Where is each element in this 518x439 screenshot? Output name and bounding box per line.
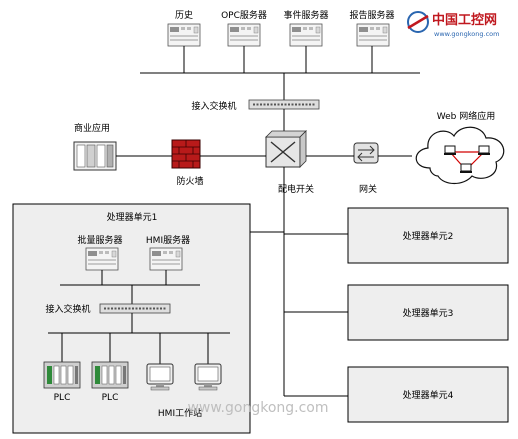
processor-unit-2: 处理器单元2 — [347, 207, 509, 264]
unit1-access-switch-icon — [99, 303, 171, 314]
processor-unit-1-title: 处理器单元1 — [107, 211, 158, 223]
gateway: 网关 — [353, 142, 379, 195]
web-client-icon-3 — [459, 163, 473, 174]
plc-1-label: PLC — [54, 393, 71, 403]
distribution-switch: 配电开关 — [265, 130, 314, 195]
plc-1-icon — [43, 361, 81, 389]
trunk-lines — [250, 167, 348, 397]
plc-2-icon — [91, 361, 129, 389]
report-server: 报告服务器 — [349, 9, 395, 47]
processor-unit-1: 处理器单元1 批量服务器 HMI服务器 接入交换机 — [12, 203, 251, 434]
web-cloud-icon — [415, 126, 505, 185]
top-server-drops — [140, 46, 420, 103]
commercial-app-label: 商业应用 — [74, 122, 110, 134]
processor-unit-2-label: 处理器单元2 — [403, 230, 454, 242]
unit1-upper-lines — [60, 270, 200, 304]
processor-unit-4: 处理器单元4 — [347, 366, 509, 423]
event-server: 事件服务器 — [283, 9, 329, 47]
top-access-switch: 接入交换机 — [191, 99, 320, 112]
opc-server: OPC服务器 — [221, 9, 267, 47]
plc-1: PLC — [43, 361, 81, 403]
hmi-workstation-label: HMI工作站 — [158, 407, 202, 419]
firewall: 防火墙 — [171, 139, 204, 187]
brand-url: www.gongkong.com — [434, 30, 499, 38]
firewall-label: 防火墙 — [176, 175, 203, 187]
history-server-label: 历史 — [175, 9, 193, 21]
report-server-label: 报告服务器 — [349, 9, 394, 21]
top-access-switch-label: 接入交换机 — [191, 100, 236, 112]
hmi-server-label: HMI服务器 — [146, 234, 190, 246]
hmi-server-icon — [149, 247, 183, 271]
plc-2: PLC — [91, 361, 129, 403]
hmi-workstations: HMI工作站 — [146, 363, 222, 419]
brand-logo: 中国工控网 www.gongkong.com — [407, 11, 499, 38]
report-server-icon — [356, 23, 390, 47]
history-server-icon — [167, 23, 201, 47]
web-client-icon-2 — [477, 145, 491, 156]
commercial-app: 商业应用 — [73, 122, 117, 171]
plc-2-label: PLC — [102, 393, 119, 403]
distribution-switch-icon — [265, 130, 307, 168]
web-network-app: Web 网络应用 — [415, 110, 505, 185]
event-server-icon — [289, 23, 323, 47]
brand-name: 中国工控网 — [432, 12, 497, 28]
hmi-server: HMI服务器 — [146, 234, 190, 271]
processor-unit-3: 处理器单元3 — [347, 284, 509, 341]
batch-server-label: 批量服务器 — [77, 234, 122, 246]
brand-mark-icon — [407, 11, 429, 33]
web-network-app-label: Web 网络应用 — [437, 110, 495, 122]
opc-server-label: OPC服务器 — [221, 9, 267, 21]
batch-server: 批量服务器 — [77, 234, 123, 271]
processor-unit-4-label: 处理器单元4 — [403, 389, 454, 401]
top-access-switch-icon — [248, 99, 320, 110]
unit1-lower-lines — [48, 313, 230, 364]
batch-server-icon — [85, 247, 119, 271]
unit1-access-switch: 接入交换机 — [45, 303, 171, 315]
commercial-app-server-icon — [73, 141, 117, 171]
gateway-icon — [353, 142, 379, 164]
gateway-label: 网关 — [359, 183, 377, 195]
event-server-label: 事件服务器 — [283, 9, 328, 21]
distribution-switch-label: 配电开关 — [278, 183, 314, 195]
firewall-icon — [171, 139, 201, 169]
history-server: 历史 — [167, 9, 201, 47]
unit1-access-switch-label: 接入交换机 — [45, 303, 90, 315]
opc-server-icon — [227, 23, 261, 47]
processor-unit-3-label: 处理器单元3 — [403, 307, 454, 319]
web-client-icon-1 — [443, 145, 457, 156]
watermark: www.gongkong.com — [187, 400, 328, 416]
